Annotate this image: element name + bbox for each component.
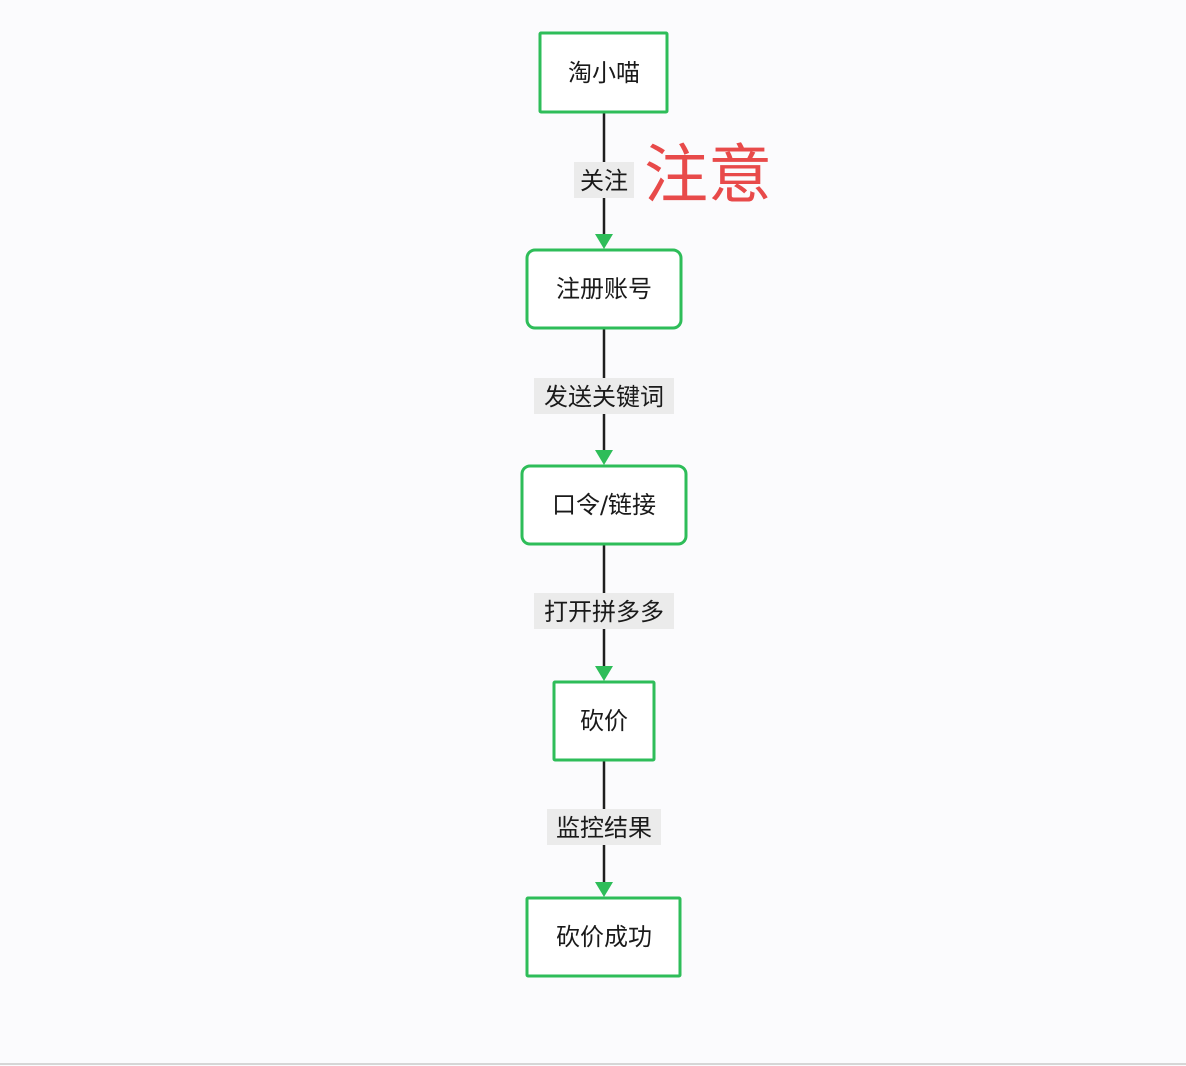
node-box — [520, 464, 688, 546]
arrow-head-icon — [595, 450, 613, 465]
node-box — [552, 680, 656, 762]
node-label: 淘小喵 — [568, 59, 640, 87]
edge-send-keyword: 发送关键词 — [534, 328, 674, 465]
node-bargain-success: 砍价成功 — [525, 896, 682, 978]
node-label: 口令/链接 — [552, 491, 656, 519]
edge-label-background — [534, 378, 674, 414]
node-register-account: 注册账号 — [525, 248, 683, 330]
node-taoxiaomiao: 淘小喵 — [538, 31, 669, 114]
node-bargain: 砍价 — [552, 680, 656, 762]
node-label: 砍价 — [580, 707, 628, 735]
arrow-head-icon — [595, 234, 613, 249]
edge-label: 发送关键词 — [544, 383, 664, 411]
node-label: 砍价成功 — [556, 923, 652, 951]
edge-label-background — [574, 162, 634, 198]
edge-label: 监控结果 — [556, 814, 652, 842]
node-password-link: 口令/链接 — [520, 464, 688, 546]
edge-monitor-result: 监控结果 — [547, 760, 661, 897]
edge-label: 关注 — [580, 167, 628, 195]
bottom-divider — [0, 1063, 1186, 1065]
edge-open-pinduoduo: 打开拼多多 — [534, 544, 674, 681]
attention-annotation: 注意 — [644, 139, 772, 213]
edge-label: 打开拼多多 — [544, 598, 664, 626]
node-box — [538, 31, 669, 114]
node-box — [525, 248, 683, 330]
arrow-head-icon — [595, 666, 613, 681]
node-label: 注册账号 — [556, 275, 652, 303]
edge-label-background — [534, 593, 674, 629]
arrow-head-icon — [595, 882, 613, 897]
node-box — [525, 896, 682, 978]
edge-follow: 关注 — [574, 112, 634, 249]
edge-label-background — [547, 809, 661, 845]
